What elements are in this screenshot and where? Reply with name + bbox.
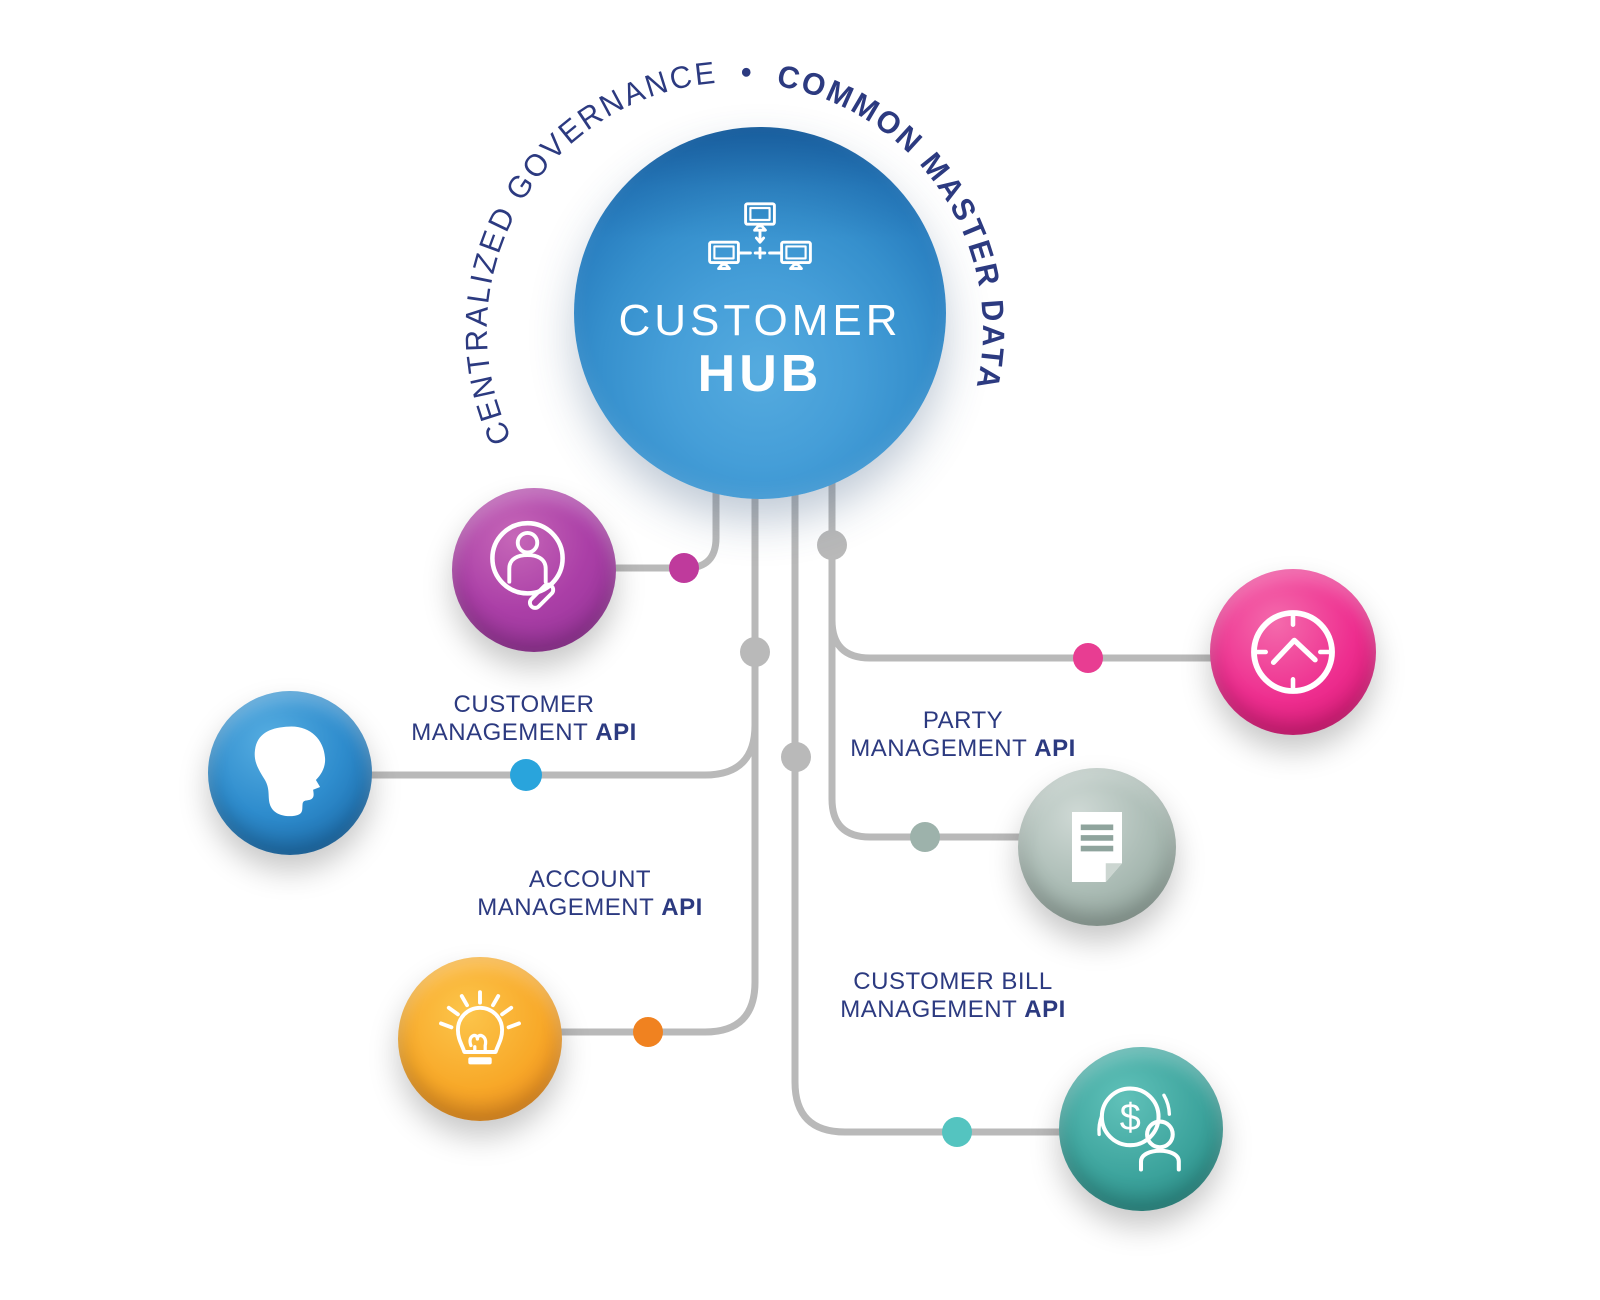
pink-dot — [1073, 643, 1103, 673]
connector-customer-bill — [791, 466, 1122, 1136]
node-document — [1018, 768, 1176, 926]
teal-dot — [942, 1117, 972, 1147]
customer-hub-node: CUSTOMER HUB — [574, 127, 946, 499]
connector-document — [828, 466, 1064, 841]
head-profile-icon — [254, 726, 326, 817]
connector-dots — [510, 530, 1103, 1147]
hub-subtitle: HUB — [697, 345, 823, 404]
person-search-icon — [490, 520, 565, 610]
label-line1: PARTY — [922, 707, 1004, 734]
node-customer-management — [452, 488, 616, 652]
magenta-dot — [669, 553, 699, 583]
node-party-management — [1210, 569, 1376, 735]
network-icon — [708, 202, 812, 271]
hub-title: CUSTOMER — [618, 296, 902, 345]
blue-dot — [510, 759, 542, 791]
label-line1: CUSTOMER BILL — [853, 968, 1053, 995]
connector-idea — [496, 466, 759, 1036]
orange-dot — [633, 1017, 663, 1047]
node-account-management — [208, 691, 372, 855]
clock-icon — [1251, 610, 1335, 694]
connector-party-management — [828, 466, 1274, 662]
node-customer-bill: $ — [1059, 1047, 1223, 1211]
label-line1: CUSTOMER — [453, 691, 595, 718]
gray-dot-1 — [817, 530, 847, 560]
label-line1: ACCOUNT — [528, 866, 652, 893]
sage-dot — [910, 822, 940, 852]
gray-dot-2 — [740, 637, 770, 667]
dollar-glyph: $ — [1120, 1097, 1141, 1139]
lightbulb-icon — [439, 990, 521, 1065]
node-idea — [398, 957, 562, 1121]
money-person-icon: $ — [1097, 1086, 1181, 1172]
gray-dot-3 — [781, 742, 811, 772]
document-icon — [1072, 812, 1122, 882]
